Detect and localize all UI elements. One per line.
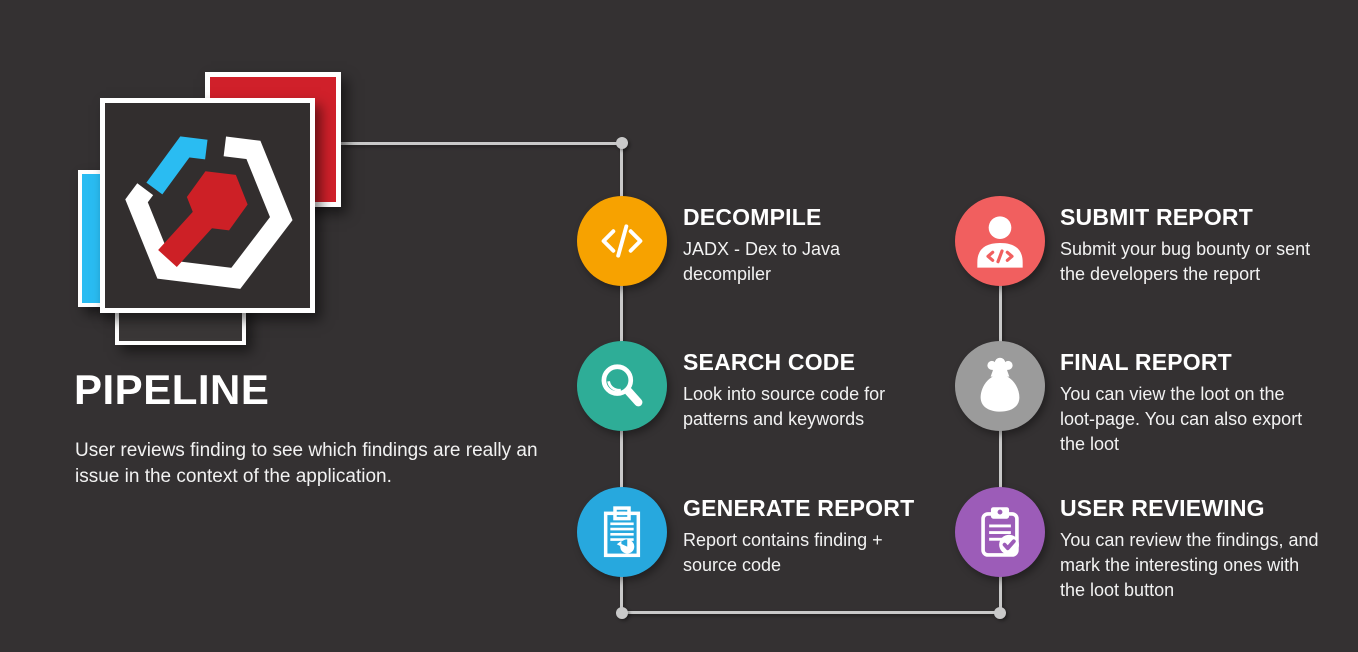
app-hexagon-logo-icon bbox=[124, 135, 293, 289]
step-text-submit-report: SUBMIT REPORT Submit your bug bounty or … bbox=[1060, 203, 1320, 287]
step-title: SUBMIT REPORT bbox=[1060, 204, 1253, 230]
page-subtitle: User reviews finding to see which findin… bbox=[75, 440, 538, 487]
step-title: FINAL REPORT bbox=[1060, 349, 1232, 375]
code-icon bbox=[601, 224, 643, 258]
connector-node-bottom-left bbox=[616, 607, 628, 619]
step-circle-search-code bbox=[577, 341, 667, 431]
step-text-search-code: SEARCH CODE Look into source code for pa… bbox=[683, 348, 933, 432]
step-title: USER REVIEWING bbox=[1060, 495, 1265, 521]
app-logo-panel bbox=[100, 98, 315, 313]
step-description: Look into source code for patterns and k… bbox=[683, 384, 886, 429]
clipboard-check-icon bbox=[981, 507, 1019, 557]
step-circle-submit-report bbox=[955, 196, 1045, 286]
step-circle-decompile bbox=[577, 196, 667, 286]
step-circle-user-reviewing bbox=[955, 487, 1045, 577]
step-text-user-reviewing: USER REVIEWING You can review the findin… bbox=[1060, 494, 1320, 603]
report-clipboard-pie-icon bbox=[603, 506, 641, 558]
step-description: You can view the loot on the loot-page. … bbox=[1060, 384, 1303, 454]
step-circle-generate-report bbox=[577, 487, 667, 577]
page-title: PIPELINE bbox=[74, 366, 270, 413]
step-title: SEARCH CODE bbox=[683, 349, 856, 375]
developer-person-icon bbox=[977, 216, 1023, 268]
connector-top-horizontal bbox=[341, 142, 622, 145]
step-text-final-report: FINAL REPORT You can view the loot on th… bbox=[1060, 348, 1320, 457]
step-title: DECOMPILE bbox=[683, 204, 822, 230]
step-title: GENERATE REPORT bbox=[683, 495, 915, 521]
connector-node-bottom-right bbox=[994, 607, 1006, 619]
step-text-decompile: DECOMPILE JADX - Dex to Java decompiler bbox=[683, 203, 933, 287]
money-bag-icon bbox=[980, 357, 1020, 412]
step-description: You can review the findings, and mark th… bbox=[1060, 530, 1319, 600]
step-description: Report contains finding + source code bbox=[683, 530, 883, 575]
step-description: JADX - Dex to Java decompiler bbox=[683, 239, 841, 284]
magnifier-icon bbox=[601, 364, 643, 407]
connector-bottom-horizontal bbox=[620, 611, 1002, 614]
step-circle-final-report bbox=[955, 341, 1045, 431]
step-text-generate-report: GENERATE REPORT Report contains finding … bbox=[683, 494, 933, 578]
connector-node-top bbox=[616, 137, 628, 149]
step-description: Submit your bug bounty or sent the devel… bbox=[1060, 239, 1311, 284]
